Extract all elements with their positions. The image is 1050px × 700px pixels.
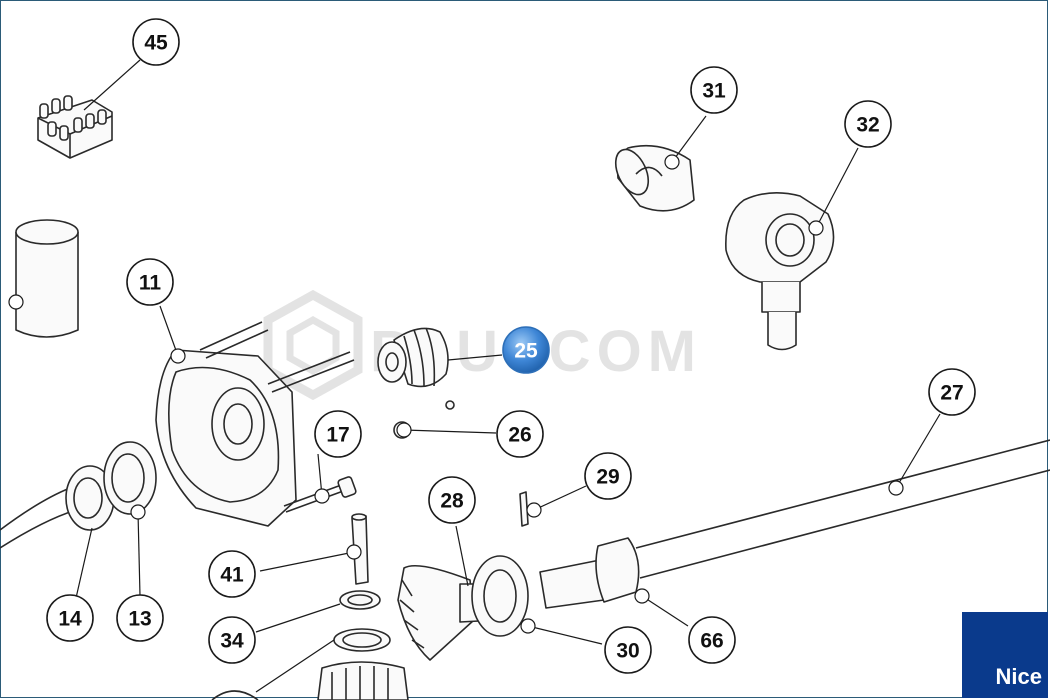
callout-31[interactable]: 31 (690, 66, 738, 114)
part-pin (519, 491, 529, 527)
callout-bubble[interactable] (116, 594, 164, 642)
callout-29[interactable]: 29 (584, 452, 632, 500)
part-washer (333, 628, 391, 652)
callout-bubble[interactable] (844, 100, 892, 148)
callout-bubble[interactable] (604, 626, 652, 674)
brand-logo: Nice (962, 612, 1048, 698)
part-output-shaft (539, 439, 1050, 609)
part-circlip (339, 590, 381, 610)
callout-bubble[interactable] (208, 550, 256, 598)
callout-bubble[interactable] (314, 410, 362, 458)
callout-28[interactable]: 28 (428, 476, 476, 524)
callout-26[interactable]: 26 (496, 410, 544, 458)
callout-number: 25 (514, 340, 538, 363)
callout-bubble[interactable] (496, 410, 544, 458)
callout-number: 45 (144, 32, 168, 55)
callout-45[interactable]: 45 (132, 18, 180, 66)
leader-dots (130, 154, 904, 634)
callout-34[interactable]: 34 (208, 616, 256, 664)
callout-bubble[interactable] (126, 258, 174, 306)
callout-number: 41 (220, 564, 244, 587)
callout-bubble[interactable] (428, 476, 476, 524)
callout-number: 14 (58, 608, 82, 631)
part-shaft-bearing (471, 555, 529, 637)
callout-number: 32 (856, 114, 879, 137)
callout-number: 28 (440, 490, 464, 513)
callout-layer: 45 31 32 11 25 27 17 26 29 28 41 14 13 34 30 66 (46, 18, 976, 674)
part-lower-gear (317, 661, 409, 700)
callout-bubble[interactable] (584, 452, 632, 500)
partial-callout-edge (211, 690, 259, 700)
part-bearing (0, 465, 115, 549)
callout-number: 26 (508, 424, 531, 447)
part-screw (283, 476, 357, 513)
callout-14[interactable]: 14 (46, 594, 94, 642)
callout-bubble[interactable] (208, 616, 256, 664)
part-bracket (725, 192, 835, 351)
part-terminal-block (37, 95, 113, 159)
callout-number: 27 (940, 382, 963, 405)
callout-66[interactable]: 66 (688, 616, 736, 664)
callout-41[interactable]: 41 (208, 550, 256, 598)
callout-bubble[interactable] (46, 594, 94, 642)
part-cylinder-sleeve (8, 219, 79, 338)
callout-number: 11 (139, 272, 162, 295)
callout-number: 13 (128, 608, 151, 631)
part-small-sleeve (614, 144, 695, 212)
callout-11[interactable]: 11 (126, 258, 174, 306)
callout-number: 29 (596, 466, 619, 489)
callout-number: 17 (326, 424, 349, 447)
part-worm-screw (377, 327, 449, 388)
callout-number: 34 (220, 630, 244, 653)
callout-bubble[interactable] (132, 18, 180, 66)
callout-32[interactable]: 32 (844, 100, 892, 148)
callout-17[interactable]: 17 (314, 410, 362, 458)
brand-label: Nice (995, 664, 1042, 689)
callout-number: 30 (616, 640, 639, 663)
callout-number: 31 (702, 80, 726, 103)
callout-25[interactable]: 25 (502, 326, 550, 374)
callout-bubble[interactable] (502, 326, 550, 374)
leader-lines (75, 59, 941, 693)
part-gearbox-housing (155, 321, 355, 527)
callout-30[interactable]: 30 (604, 626, 652, 674)
part-seal-ring (103, 441, 157, 515)
callout-bubble[interactable] (688, 616, 736, 664)
callout-bubble[interactable] (928, 368, 976, 416)
callout-27[interactable]: 27 (928, 368, 976, 416)
callout-13[interactable]: 13 (116, 594, 164, 642)
callout-number: 66 (700, 630, 723, 653)
callout-bubble[interactable] (690, 66, 738, 114)
